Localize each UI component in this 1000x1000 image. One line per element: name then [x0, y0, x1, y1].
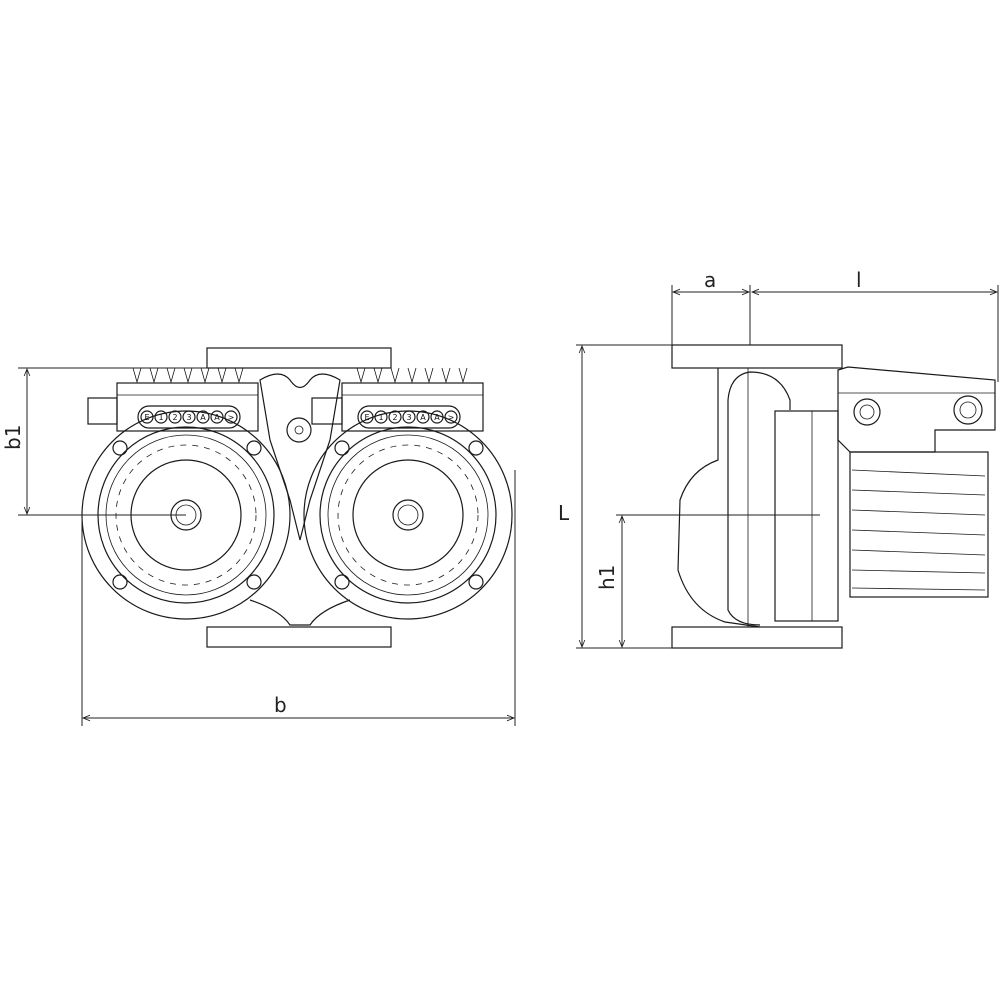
panel-button[interactable]	[360, 410, 374, 424]
dimension-L: L	[558, 344, 672, 649]
panel-button[interactable]	[154, 410, 168, 424]
control-box-left	[87, 367, 259, 432]
pump-body-center	[259, 373, 341, 541]
dimension-b: b	[81, 470, 516, 726]
panel-button[interactable]	[182, 410, 196, 424]
panel-button-label: A	[434, 413, 440, 422]
cable-gland-left	[87, 397, 118, 425]
dimension-label-b1: b1	[1, 425, 25, 450]
side-view: a l L h1	[558, 268, 999, 649]
panel-button-label: A	[200, 413, 206, 422]
top-flange	[206, 347, 392, 369]
panel-button-label: 3	[186, 413, 191, 422]
panel-button-label: >	[448, 413, 455, 422]
motor-flange	[774, 410, 839, 622]
dimension-label-l: l	[856, 268, 862, 292]
panel-button-label: A	[214, 413, 220, 422]
dimension-a: a	[671, 268, 751, 345]
cable-gland-side	[853, 398, 881, 426]
side-control-box	[837, 366, 996, 453]
bottom-flange	[206, 626, 392, 648]
panel-button[interactable]	[402, 410, 416, 424]
control-box-right	[311, 367, 484, 432]
dimension-label-a: a	[704, 268, 716, 292]
panel-button[interactable]	[416, 410, 430, 424]
vent-plug	[286, 417, 312, 443]
panel-button[interactable]	[430, 410, 444, 424]
control-panel-left	[137, 405, 241, 429]
pump-housing	[677, 368, 761, 628]
control-panel-right	[357, 405, 461, 429]
motor-right	[303, 410, 513, 620]
panel-button[interactable]	[444, 410, 458, 424]
panel-button-label: E	[364, 413, 369, 422]
dimension-label-b: b	[274, 693, 287, 717]
panel-button[interactable]	[388, 410, 402, 424]
dimension-h1: h1	[595, 514, 820, 649]
panel-button-label: 3	[406, 413, 411, 422]
side-top-flange	[671, 344, 843, 369]
panel-button[interactable]	[374, 410, 388, 424]
panel-button[interactable]	[210, 410, 224, 424]
panel-button-label: A	[420, 413, 426, 422]
panel-button[interactable]	[196, 410, 210, 424]
motor-cooling-fins	[849, 451, 989, 598]
panel-button-label: 2	[392, 413, 397, 422]
cable-gland-right	[311, 397, 343, 425]
panel-button-label: 2	[172, 413, 177, 422]
panel-button-label: 1	[378, 413, 383, 422]
panel-button[interactable]	[168, 410, 182, 424]
panel-button-label: 1	[158, 413, 163, 422]
panel-button-label: E	[144, 413, 149, 422]
dimension-label-L: L	[558, 501, 570, 525]
pump-body-lower	[249, 599, 351, 626]
panel-button[interactable]	[140, 410, 154, 424]
dimension-l: l	[750, 268, 999, 382]
side-bottom-flange	[671, 626, 843, 649]
panel-button-label: >	[228, 413, 235, 422]
dimension-label-h1: h1	[595, 565, 619, 590]
plug-side	[953, 395, 983, 425]
dimension-b1: b1	[1, 367, 210, 516]
panel-button[interactable]	[224, 410, 238, 424]
